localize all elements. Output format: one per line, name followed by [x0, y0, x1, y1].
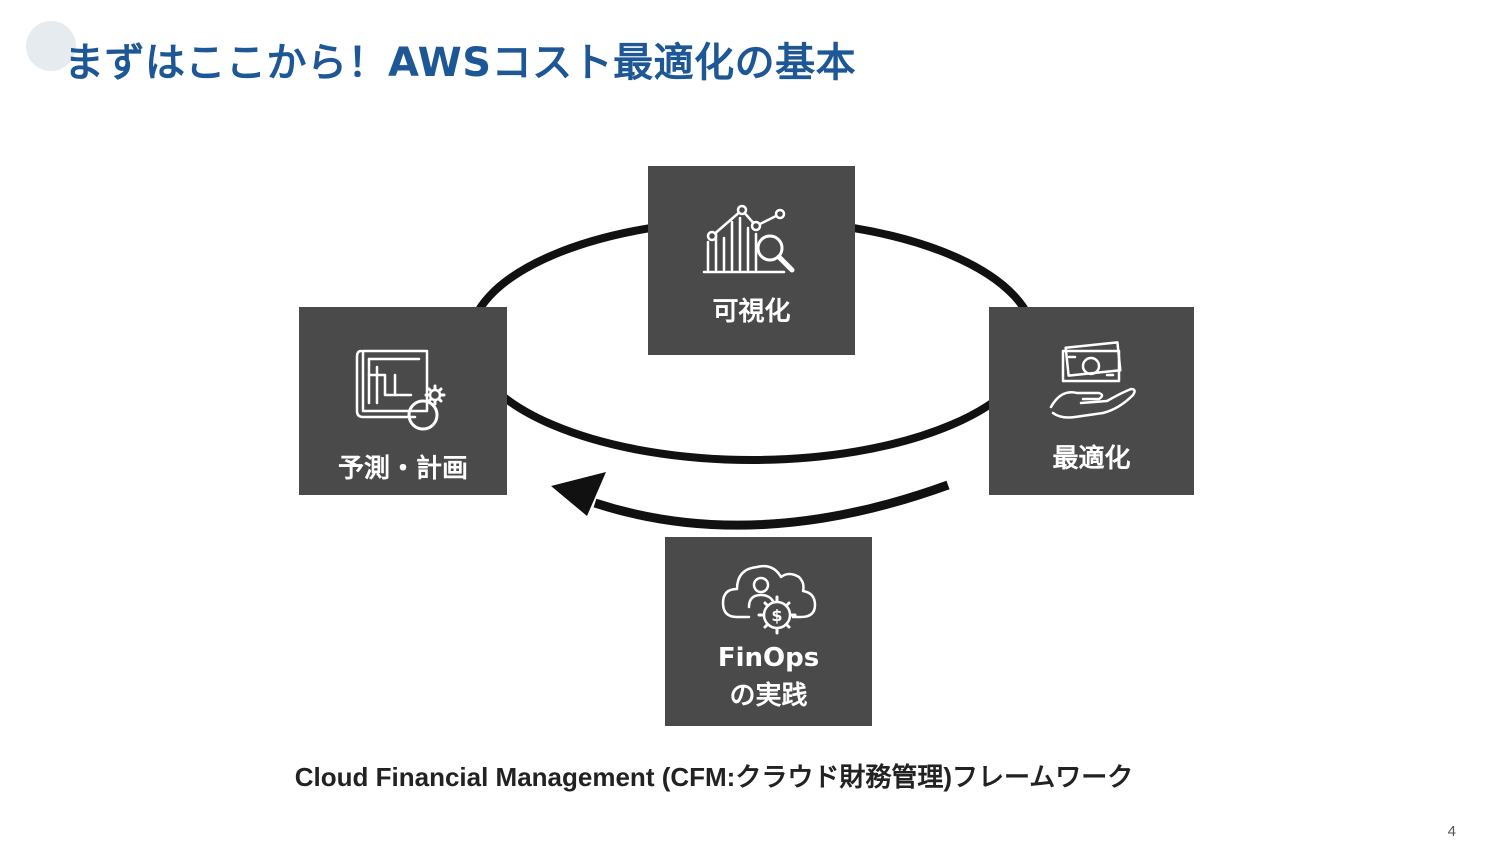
- svg-text:$: $: [771, 606, 782, 625]
- decorative-circle: [26, 21, 76, 71]
- node-visualize: 可視化: [648, 166, 855, 355]
- node-optimize: 最適化: [989, 307, 1194, 495]
- node-label-finops: FinOps の実践: [718, 639, 819, 715]
- node-label-finops-line2: の実践: [729, 681, 808, 711]
- cycle-arrowhead: [551, 472, 606, 516]
- node-label-finops-line1: FinOps: [717, 643, 820, 673]
- blueprint-gear-icon: [355, 349, 446, 431]
- node-label-optimize: 最適化: [1052, 444, 1131, 474]
- cycle-arrow-line: [593, 480, 950, 530]
- page-number: 4: [1447, 823, 1456, 840]
- diagram-caption: Cloud Financial Management (CFM:クラウド財務管理…: [294, 762, 1134, 792]
- hand-money-icon: [1049, 341, 1136, 419]
- node-finops: $ FinOps の実践: [665, 537, 872, 726]
- cloud-person-dollar-gear-icon: $: [721, 564, 816, 635]
- slide-title: まずはここから！AWSコスト最適化の基本: [64, 40, 857, 86]
- node-label-visualize: 可視化: [712, 297, 791, 327]
- analytics-chart-magnifier-icon: [702, 204, 794, 274]
- node-label-forecast: 予測・計画: [337, 454, 468, 484]
- node-forecast: 予測・計画: [299, 307, 507, 495]
